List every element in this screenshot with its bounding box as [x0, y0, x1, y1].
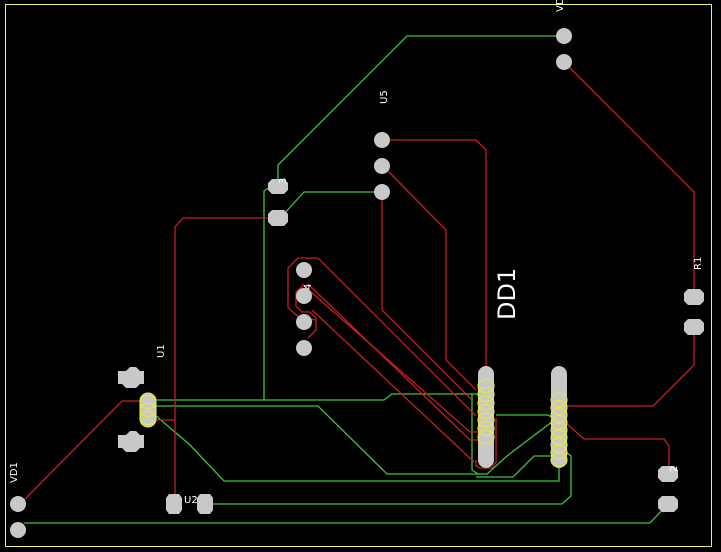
trace-top: [298, 257, 477, 417]
pad-r1-1[interactable]: [684, 289, 704, 305]
pad-u1-mount-2[interactable]: [118, 431, 144, 452]
smd-ring-dd1-right: [550, 392, 568, 408]
smd-ring-dd1-left: [477, 420, 495, 437]
pad-u4-4[interactable]: [296, 340, 312, 356]
pad-vd1-1[interactable]: [10, 496, 26, 512]
trace-top: [385, 139, 487, 368]
pad-u5-1[interactable]: [374, 132, 390, 148]
smd-outline-u1: [139, 392, 157, 428]
silkscreen-labels: VD U5 3 4 DD1 R1 U1 VD1 U2 2: [9, 0, 704, 506]
smd-ring-dd1-right: [550, 452, 568, 468]
trace-top: [381, 196, 473, 401]
pad-u5-3[interactable]: [374, 184, 390, 200]
label-u1: U1: [156, 344, 167, 358]
pad-u1-smd[interactable]: [140, 393, 156, 427]
smd-ring-dd1-right: [550, 422, 568, 438]
pad-u1-mount-1[interactable]: [118, 367, 144, 388]
label-u4: 4: [303, 284, 314, 290]
trace-top: [567, 65, 695, 292]
trace-top: [384, 167, 477, 391]
smd-ring-dd1-right: [550, 399, 568, 416]
bottom-layer-traces: [24, 35, 665, 524]
smd-ring-dd1-left: [477, 378, 495, 394]
label-u2: U2: [184, 495, 198, 506]
smd-ring-dd1-right: [550, 429, 568, 446]
pad-u4-3[interactable]: [296, 314, 312, 330]
smd-ring-dd1-right: [550, 407, 568, 423]
label-dd1: DD1: [493, 268, 521, 320]
smd-ring-dd1-right: [550, 444, 568, 461]
top-layer-traces: [23, 65, 695, 501]
trace-bottom: [210, 449, 572, 505]
pad-u2-1[interactable]: [166, 494, 182, 514]
smd-ring-dd1-right: [550, 437, 568, 453]
label-u3: 3: [278, 178, 289, 184]
trace-bottom: [283, 191, 380, 215]
pad-vd-2[interactable]: [556, 54, 572, 70]
smd-ring-dd1-left: [477, 412, 495, 428]
label-r1: R1: [693, 257, 704, 270]
pad-u4-2[interactable]: [296, 288, 312, 304]
pad-vd-1[interactable]: [556, 28, 572, 44]
smd-ring-dd1-left: [477, 395, 495, 411]
smd-ring-dd1-right: [550, 414, 568, 431]
label-vd: VD: [555, 0, 566, 12]
pad-dd1-right-column[interactable]: [551, 366, 567, 468]
smd-ring-dd1-left: [477, 429, 495, 445]
trace-bottom: [24, 507, 665, 524]
trace-bottom: [154, 414, 560, 482]
trace-top: [307, 283, 478, 441]
pad-c2-1[interactable]: [658, 466, 678, 482]
pads: [10, 28, 704, 538]
smd-highlights: [139, 378, 568, 468]
trace-top: [311, 309, 475, 463]
trace-top: [23, 400, 142, 501]
trace-top: [566, 330, 695, 407]
trace-bottom: [155, 393, 480, 401]
trace-bottom: [277, 35, 560, 185]
pad-u5-2[interactable]: [374, 158, 390, 174]
trace-bottom: [476, 455, 555, 478]
pad-c2-2[interactable]: [658, 496, 678, 512]
label-c2: 2: [669, 466, 680, 472]
label-u5: U5: [379, 90, 390, 104]
trace-bottom: [471, 394, 479, 475]
trace-top: [295, 284, 317, 339]
label-vd1: VD1: [9, 462, 20, 483]
smd-ring-dd1-left: [477, 403, 495, 420]
pad-r1-2[interactable]: [684, 319, 704, 335]
smd-ring-dd1-left: [477, 386, 495, 403]
pad-vd1-2[interactable]: [10, 522, 26, 538]
trace-top: [301, 283, 478, 433]
board-outline: [5, 4, 712, 547]
trace-bottom: [496, 414, 557, 421]
trace-top: [174, 217, 277, 500]
pad-u4-1[interactable]: [296, 262, 312, 278]
trace-top: [566, 423, 670, 466]
pad-u3-2[interactable]: [268, 210, 288, 226]
pad-u2-2[interactable]: [197, 494, 213, 514]
pad-u3-1[interactable]: [268, 179, 288, 194]
trace-bottom: [155, 405, 558, 475]
